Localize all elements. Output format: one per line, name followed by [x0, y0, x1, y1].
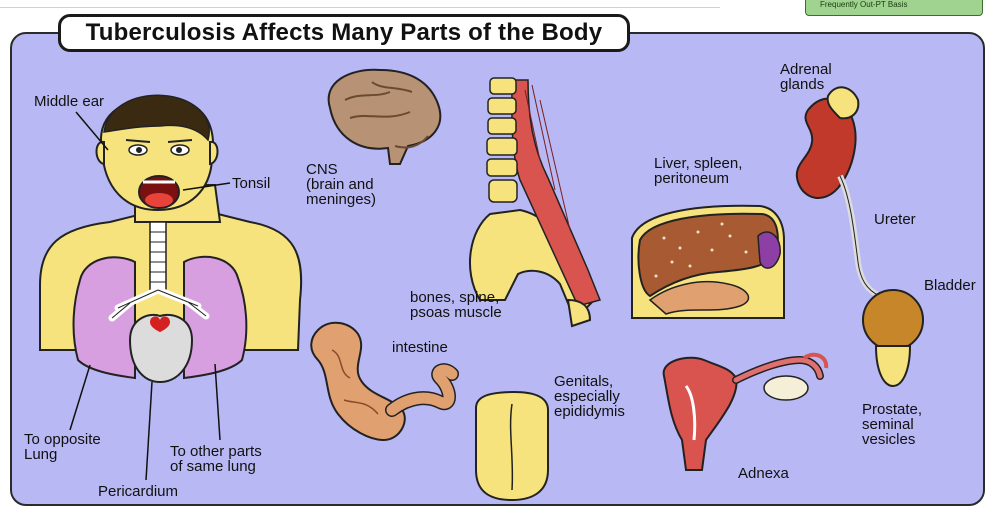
- label-pericardium: Pericardium: [98, 484, 178, 499]
- label-liver: Liver, spleen, peritoneum: [654, 156, 742, 186]
- label-to-other-parts: To other parts of same lung: [170, 444, 262, 474]
- genitals-drawing: [476, 392, 548, 500]
- liver-drawing: [632, 206, 784, 318]
- label-to-opposite-lung: To opposite Lung: [24, 432, 101, 462]
- label-tonsil: Tonsil: [232, 176, 270, 191]
- uterus-drawing: [664, 355, 827, 470]
- label-adrenal: Adrenal glands: [780, 62, 832, 92]
- label-middle-ear: Middle ear: [34, 94, 104, 109]
- human-figure: [40, 95, 301, 382]
- label-bladder: Bladder: [924, 278, 976, 293]
- page-title: Tuberculosis Affects Many Parts of the B…: [86, 19, 603, 47]
- label-genitals: Genitals, especially epididymis: [554, 374, 625, 419]
- title-banner: Tuberculosis Affects Many Parts of the B…: [58, 14, 630, 52]
- label-adnexa: Adnexa: [738, 466, 789, 481]
- urinary-drawing: [797, 87, 923, 386]
- label-ureter: Ureter: [874, 212, 916, 227]
- label-intestine: intestine: [392, 340, 448, 355]
- label-bones: bones, spine, psoas muscle: [410, 290, 502, 320]
- brain-drawing: [329, 70, 441, 164]
- label-prostate: Prostate, seminal vesicles: [862, 402, 922, 447]
- label-cns: CNS (brain and meninges): [306, 162, 376, 207]
